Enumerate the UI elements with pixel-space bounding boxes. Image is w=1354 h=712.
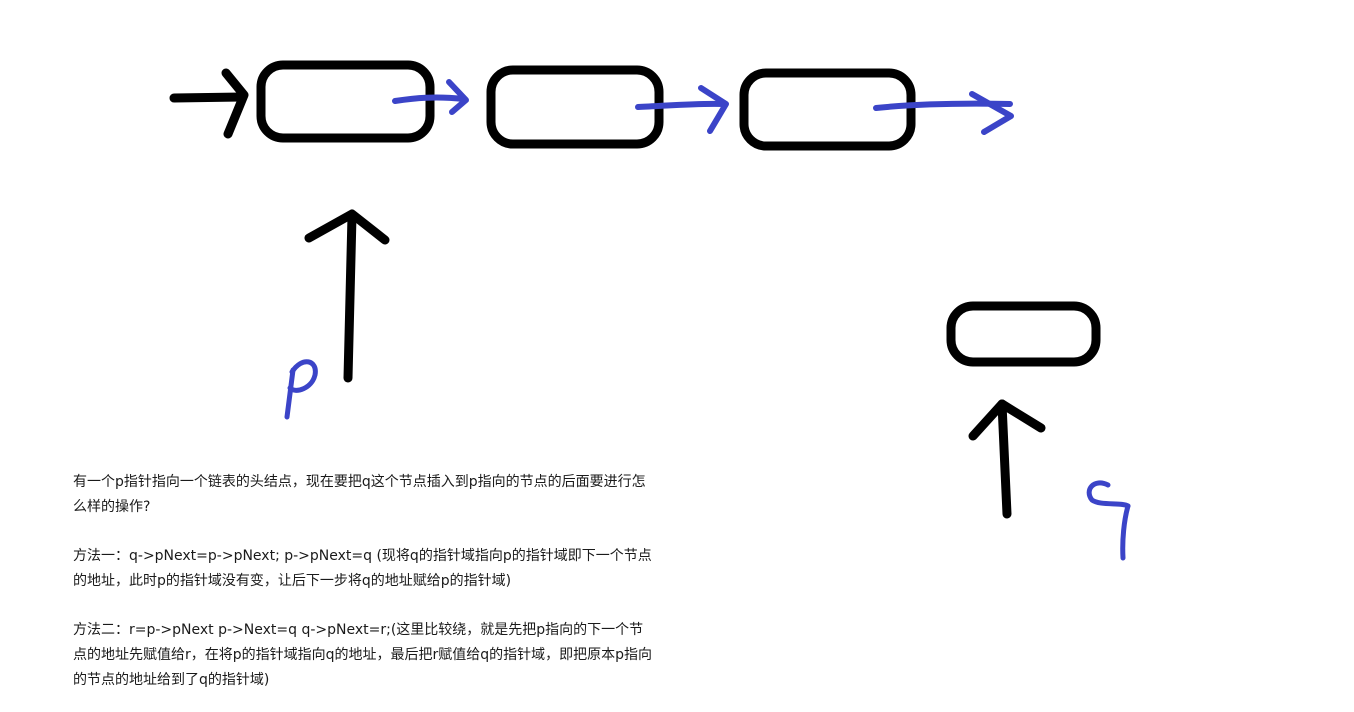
- p-pointer-arrow: [304, 209, 390, 383]
- next-link-arrow-2: [635, 85, 729, 134]
- method-two-text: 方法二：r=p->pNext p->Next=q q->pNext=r;(这里比…: [73, 622, 653, 688]
- method-one-text: 方法一：q->pNext=p->pNext; p->pNext=q (现将q的指…: [73, 548, 652, 589]
- q-label: [1086, 480, 1131, 561]
- q-pointer-arrow: [968, 399, 1046, 519]
- next-link-arrow-3: [873, 91, 1014, 135]
- question-text: 有一个p指针指向一个链表的头结点，现在要把q这个节点插入到p指向的节点的后面要进…: [73, 474, 646, 515]
- list-node-1: [256, 60, 435, 143]
- head-arrow: [169, 68, 249, 139]
- list-node-2: [486, 65, 664, 149]
- p-label: [284, 359, 318, 420]
- insert-node-q: [946, 301, 1101, 367]
- next-link-arrow-1: [392, 79, 469, 115]
- list-node-3: [739, 68, 916, 151]
